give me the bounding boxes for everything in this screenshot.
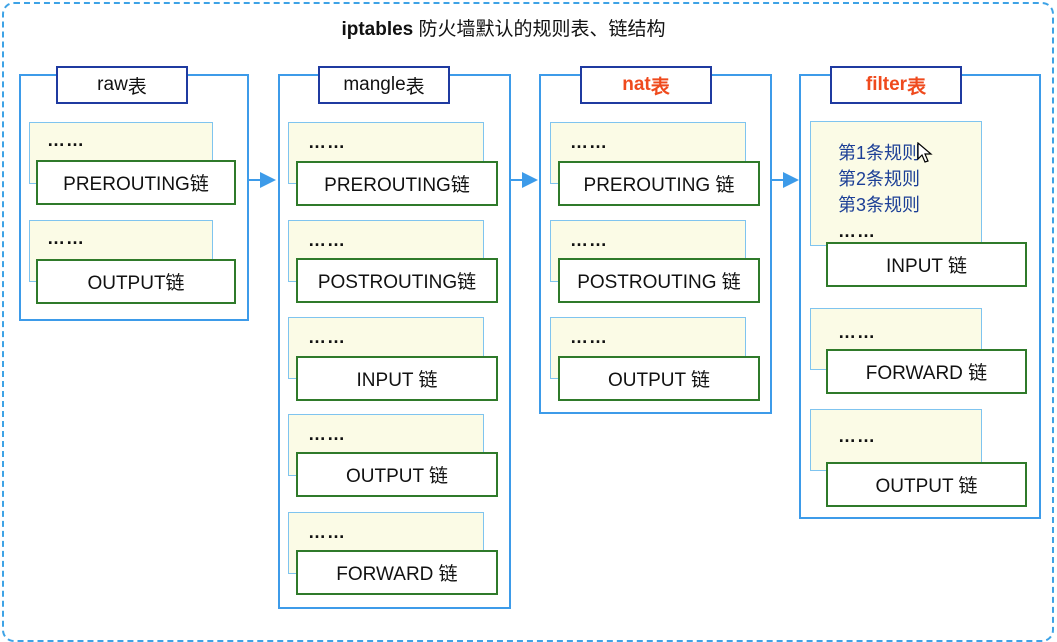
filter-chain-ellipsis: …… [838, 426, 876, 446]
mangle-chain-ellipsis: …… [308, 230, 346, 250]
flow-arrows [249, 172, 799, 188]
raw-chain-prerouting: PREROUTING链 [36, 160, 236, 205]
nat-chain-ellipsis: …… [570, 327, 608, 347]
raw-chain-ellipsis: …… [47, 228, 85, 248]
nat-chain-ellipsis: …… [570, 230, 608, 250]
mangle-chain-ellipsis: …… [308, 424, 346, 444]
filter-rule-2: 第2条规则 [838, 169, 921, 189]
nat-chain-postrouting: POSTROUTING 链 [558, 258, 760, 303]
raw-table-label: raw 表 [56, 66, 188, 104]
mangle-chain-input: INPUT 链 [296, 356, 498, 401]
mangle-chain-postrouting: POSTROUTING链 [296, 258, 498, 303]
filter-table-label: filter 表 [830, 66, 962, 104]
mangle-chain-prerouting: PREROUTING链 [296, 161, 498, 206]
filter-chain-ellipsis: …… [838, 221, 876, 241]
filter-chain-input: INPUT 链 [826, 242, 1027, 287]
mangle-chain-ellipsis: …… [308, 327, 346, 347]
mangle-chain-output: OUTPUT 链 [296, 452, 498, 497]
title-bold: iptables [341, 19, 414, 40]
mangle-table-label: mangle 表 [318, 66, 450, 104]
filter-chain-forward: FORWARD 链 [826, 349, 1027, 394]
filter-rule-1: 第1条规则 [838, 143, 921, 163]
nat-chain-ellipsis: …… [570, 132, 608, 152]
nat-chain-output: OUTPUT 链 [558, 356, 760, 401]
mangle-chain-forward: FORWARD 链 [296, 550, 498, 595]
filter-rule-list: 第1条规则 第2条规则 第3条规则 [838, 140, 920, 218]
raw-chain-ellipsis: …… [47, 130, 85, 150]
filter-chain-ellipsis: …… [838, 322, 876, 342]
nat-chain-prerouting: PREROUTING 链 [558, 161, 760, 206]
mangle-chain-ellipsis: …… [308, 132, 346, 152]
filter-rule-3: 第3条规则 [838, 195, 921, 215]
raw-chain-output: OUTPUT链 [36, 259, 236, 304]
title-rest: 防火墙默认的规则表、链结构 [413, 19, 666, 40]
diagram-title: iptables 防火墙默认的规则表、链结构 [0, 14, 1007, 41]
mangle-chain-ellipsis: …… [308, 522, 346, 542]
filter-chain-output: OUTPUT 链 [826, 462, 1027, 507]
filter-chain-note [810, 121, 982, 246]
nat-table-label: nat 表 [580, 66, 712, 104]
filter-chain-note [810, 409, 982, 471]
mouse-cursor-icon [917, 142, 933, 163]
